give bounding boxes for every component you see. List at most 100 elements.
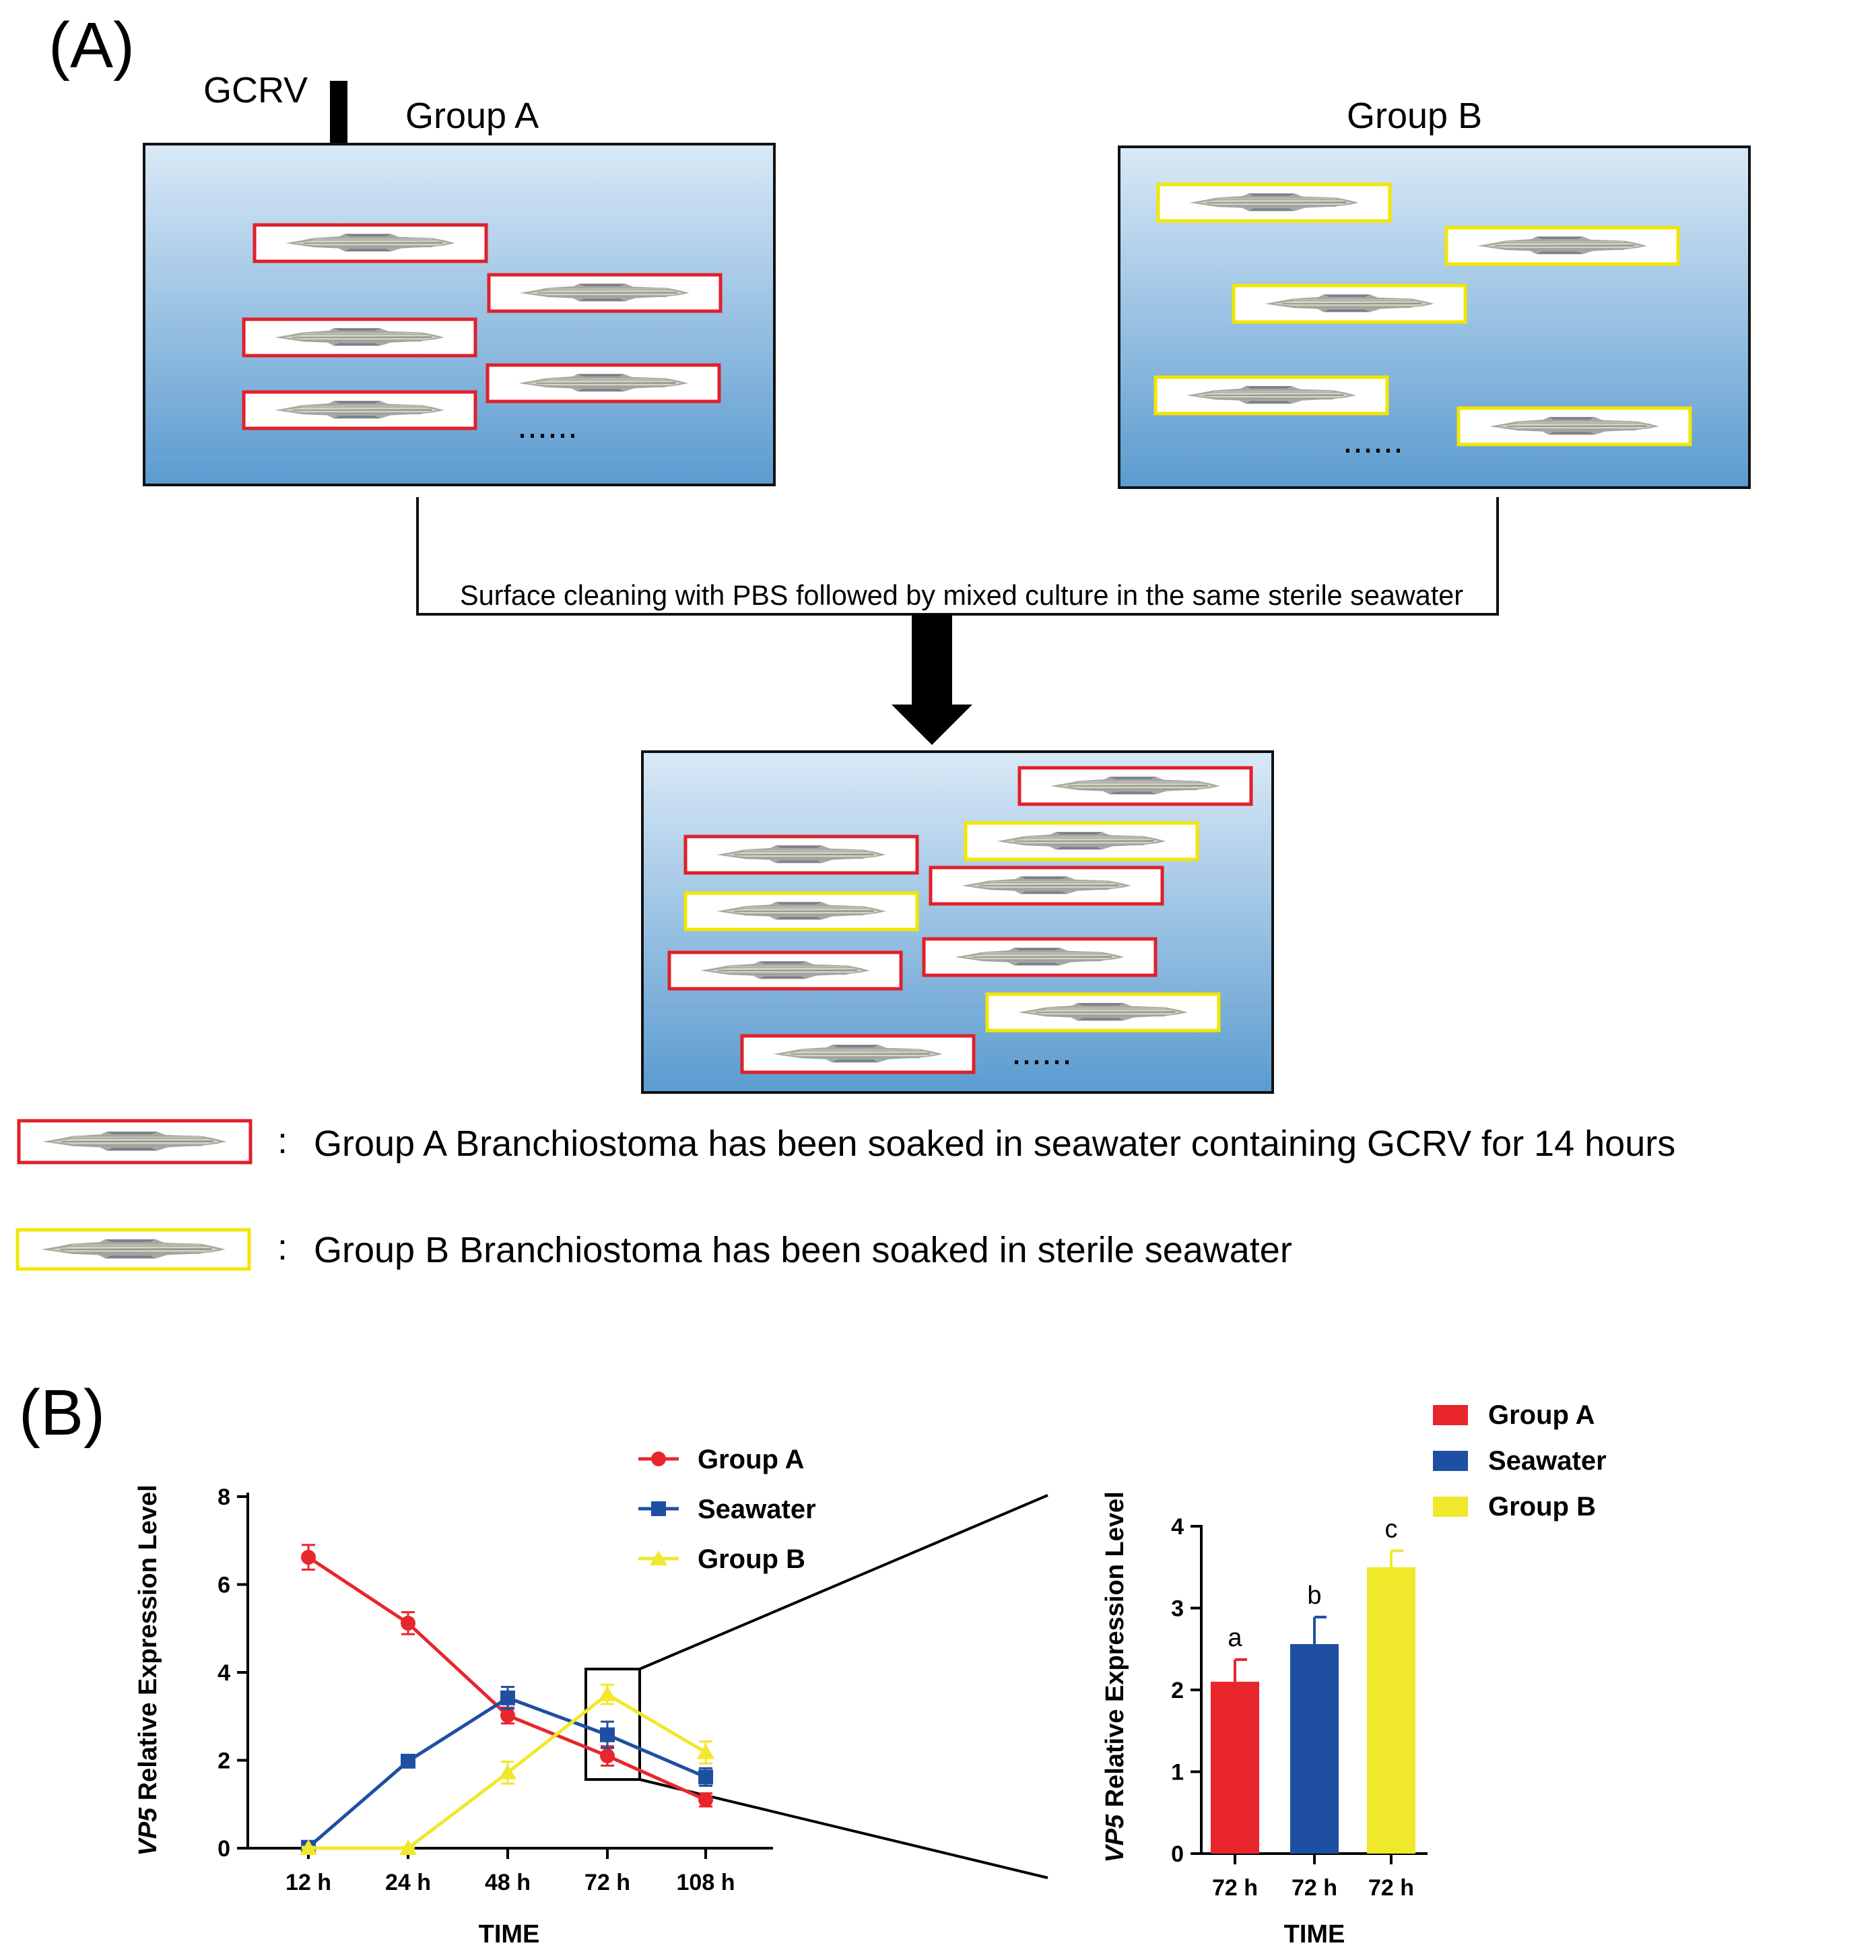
- merge-arrow-head-icon: [892, 705, 972, 745]
- fish-group-a: [485, 363, 721, 403]
- bar-y-tick-label: 4: [1171, 1514, 1184, 1540]
- data-point-triangle: [599, 1685, 616, 1701]
- fish-group-b: [683, 891, 919, 932]
- fish-group-b: [1444, 226, 1680, 266]
- panel-a: (A) GCRV Group A Group B ...... ...... .…: [15, 9, 1751, 1271]
- data-point-circle: [600, 1748, 615, 1763]
- data-point-circle: [301, 1550, 316, 1565]
- legend-group-a: : Group A Branchiostoma has been soaked …: [17, 1119, 1675, 1165]
- bar-legend-swatch-seawater: [1433, 1451, 1468, 1471]
- data-point-square: [698, 1769, 713, 1785]
- bar-y-tick-label: 3: [1171, 1596, 1184, 1622]
- panel-b-label: (B): [19, 1377, 105, 1449]
- data-point-circle: [401, 1615, 415, 1631]
- gcrv-label: GCRV: [203, 70, 308, 110]
- legend-marker-triangle-icon: [650, 1550, 667, 1565]
- bar-chart-legend: Group A Seawater Group B: [1433, 1400, 1607, 1522]
- group-a-title: Group A: [405, 96, 539, 136]
- fish-group-a: [667, 950, 903, 991]
- legend-label-group-a: Group A: [698, 1445, 805, 1474]
- data-point-square: [500, 1690, 515, 1705]
- significance-letter: b: [1307, 1581, 1321, 1610]
- bar-legend-swatch-group-a: [1433, 1405, 1468, 1425]
- bar-chart-y-title: VP5 Relative Expression Level: [1101, 1491, 1129, 1862]
- line-chart-y-title-gene: VP5: [134, 1807, 162, 1856]
- fish-group-a: [253, 223, 488, 263]
- bar-chart-y-title-rest: Relative Expression Level: [1101, 1491, 1129, 1814]
- data-point-circle: [698, 1792, 713, 1808]
- fish-group-b: [1456, 406, 1692, 447]
- fish-group-b: [1153, 375, 1389, 416]
- bar-y-tick-label: 2: [1171, 1678, 1184, 1703]
- bar-legend-label-seawater: Seawater: [1488, 1446, 1607, 1476]
- bar-y-tick-label: 1: [1171, 1760, 1184, 1786]
- process-text: Surface cleaning with PBS followed by mi…: [460, 579, 1463, 611]
- merge-bracket: [416, 497, 1499, 616]
- bar-chart-x-title: TIME: [1284, 1920, 1345, 1949]
- line-y-tick-label: 6: [217, 1573, 230, 1598]
- bar-legend-label-group-a: Group A: [1488, 1400, 1595, 1430]
- bar-group-b: [1367, 1567, 1415, 1854]
- bar-chart-y-title-gene: VP5: [1101, 1814, 1129, 1863]
- fish-group-b: [1232, 284, 1467, 324]
- panel-a-label: (A): [48, 9, 135, 81]
- ellipsis-group-a: ......: [517, 405, 578, 446]
- legend-marker-circle-icon: [651, 1451, 666, 1466]
- legend-group-a-text: Group A Branchiostoma has been soaked in…: [314, 1123, 1675, 1164]
- line-x-tick-label: 12 h: [286, 1870, 331, 1895]
- line-x-tick-label: 72 h: [584, 1870, 630, 1895]
- line-chart: TIME VP5 Relative Expression Level Group…: [134, 1445, 1048, 1949]
- fish-group-a: [1017, 766, 1253, 806]
- line-chart-y-title-rest: Relative Expression Level: [134, 1484, 162, 1807]
- line-x-tick-label: 108 h: [677, 1870, 735, 1895]
- line-chart-legend: Group A Seawater Group B: [638, 1445, 816, 1574]
- significance-letter: c: [1385, 1515, 1398, 1543]
- legend-group-b-colon: :: [277, 1227, 288, 1268]
- legend-marker-square-icon: [651, 1501, 666, 1516]
- data-point-circle: [500, 1707, 515, 1723]
- line-x-tick-label: 48 h: [485, 1870, 531, 1895]
- legend-group-a-colon: :: [277, 1121, 288, 1161]
- bar-x-tick-label: 72 h: [1292, 1875, 1337, 1901]
- tank-group-a: [143, 143, 776, 486]
- ellipsis-group-b: ......: [1343, 420, 1403, 461]
- fish-layer: [242, 183, 1692, 1074]
- data-point-triangle: [399, 1839, 417, 1855]
- data-point-square: [600, 1727, 615, 1742]
- fish-group-a: [929, 865, 1164, 906]
- fish-group-b: [1156, 183, 1392, 223]
- legend-group-b-text: Group B Branchiostoma has been soaked in…: [314, 1230, 1292, 1270]
- bar-seawater: [1290, 1643, 1339, 1854]
- zoom-connector-top: [639, 1494, 1048, 1670]
- bar-x-tick-label: 72 h: [1212, 1875, 1258, 1901]
- data-point-triangle: [697, 1743, 714, 1759]
- line-y-tick-label: 0: [217, 1836, 230, 1862]
- bar-y-tick-label: 0: [1171, 1841, 1184, 1867]
- merge-arrow-shaft: [912, 614, 952, 706]
- bar-legend-swatch-group-b: [1433, 1497, 1468, 1517]
- line-x-tick-label: 24 h: [385, 1870, 431, 1895]
- bar-chart: TIME VP5 Relative Expression Level Group…: [1101, 1400, 1607, 1949]
- line-y-tick-label: 2: [217, 1749, 230, 1774]
- data-point-triangle: [300, 1839, 317, 1855]
- legend-label-seawater: Seawater: [698, 1495, 816, 1524]
- bar-group-a: [1211, 1681, 1259, 1854]
- series-group-a: [301, 1544, 713, 1808]
- zoom-box: [584, 1668, 641, 1781]
- fish-group-a: [922, 937, 1158, 977]
- data-point-square: [401, 1753, 415, 1769]
- bar-legend-label-group-b: Group B: [1488, 1492, 1596, 1522]
- legend-label-group-b: Group B: [698, 1544, 805, 1574]
- fish-group-a: [487, 273, 723, 313]
- bar-x-tick-label: 72 h: [1368, 1875, 1414, 1901]
- fish-group-a: [242, 390, 477, 430]
- legend-group-b: : Group B Branchiostoma has been soaked …: [15, 1227, 1292, 1271]
- line-chart-y-title: VP5 Relative Expression Level: [134, 1484, 162, 1856]
- fish-group-a: [242, 317, 477, 358]
- line-y-tick-label: 4: [217, 1660, 230, 1686]
- panel-b: (B) TIME VP5 Relative Expression Level G…: [19, 1377, 1607, 1949]
- line-chart-x-title: TIME: [479, 1920, 540, 1949]
- fish-group-a: [683, 835, 919, 875]
- significance-letter: a: [1228, 1624, 1242, 1652]
